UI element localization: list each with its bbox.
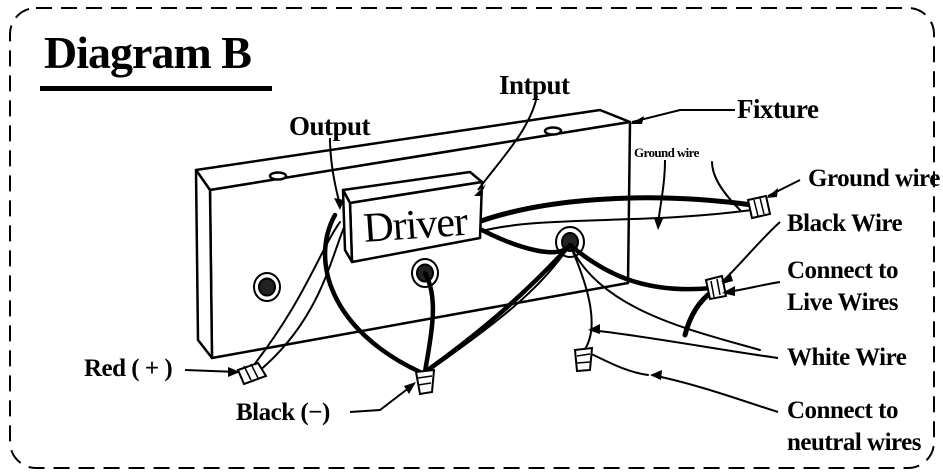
ground-wire-label: Ground wire [808,165,940,192]
red-plus-label: Red ( + ) [84,355,173,382]
output-label: Output [289,111,371,141]
diagram-title: Diagram B [44,27,252,78]
wire-nut-black [414,368,436,396]
connect-neutral-label-line2: neutral wires [787,429,922,456]
title-underline [40,86,272,91]
wire-nut-white [573,346,594,373]
connect-live-label-line2: Live Wires [787,289,898,316]
wire-nut-ground [746,194,772,220]
grommet-left [253,272,281,302]
wire-nut-black-wire [704,274,728,301]
dashed-border [9,7,935,469]
ground-wire-small-label: Ground wire [634,145,699,160]
black-wire-label: Black Wire [787,210,903,237]
white-wire-label: White Wire [787,344,907,371]
leader-arrowheads [228,116,778,394]
driver-box [341,170,484,264]
wire-nut-red [236,361,268,386]
black-minus-label: Black (−) [236,399,330,426]
driver-label: Driver [361,198,469,252]
fixture-label: Fixture [737,94,819,124]
connect-neutral-label-line1: Connect to [787,397,898,424]
wires [249,161,761,376]
connect-live-label-line1: Connect to [787,257,898,284]
input-label: Intput [499,70,570,100]
